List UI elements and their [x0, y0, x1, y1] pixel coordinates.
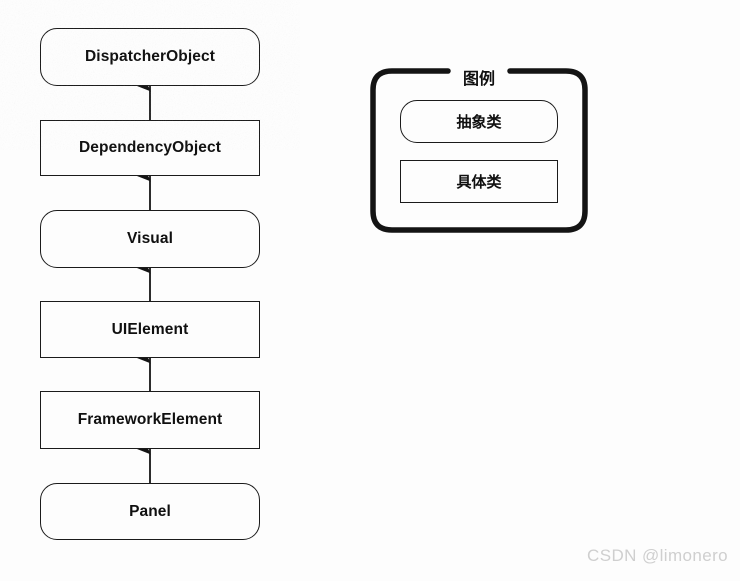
legend-item-label: 具体类 — [456, 174, 502, 191]
class-node-visual[interactable]: Visual — [40, 210, 260, 268]
class-node-label: Visual — [127, 230, 173, 247]
class-node-label: Panel — [129, 502, 171, 520]
class-node-dependencyobject[interactable]: DependencyObject — [40, 120, 260, 176]
figure-caption — [0, 569, 740, 581]
legend-panel: 图例 抽象类 具体类 — [370, 68, 588, 233]
class-node-panel[interactable]: Panel — [40, 483, 260, 540]
legend-item-abstract-class[interactable]: 抽象类 — [400, 100, 558, 143]
class-node-frameworkelement[interactable]: FrameworkElement — [40, 391, 260, 449]
class-node-label: UIElement — [111, 320, 189, 338]
csdn-watermark: CSDN @limonero — [587, 546, 728, 565]
class-node-label: FrameworkElement — [77, 411, 223, 428]
legend-title: 图例 — [462, 71, 495, 88]
class-node-dispatcherobject[interactable]: DispatcherObject — [40, 28, 260, 86]
legend-frame-border — [370, 68, 588, 233]
legend-item-concrete-class[interactable]: 具体类 — [400, 160, 558, 203]
class-node-label: DependencyObject — [78, 139, 221, 156]
class-node-uielement[interactable]: UIElement — [40, 301, 260, 358]
legend-item-label: 抽象类 — [456, 114, 502, 131]
class-node-label: DispatcherObject — [85, 48, 215, 65]
